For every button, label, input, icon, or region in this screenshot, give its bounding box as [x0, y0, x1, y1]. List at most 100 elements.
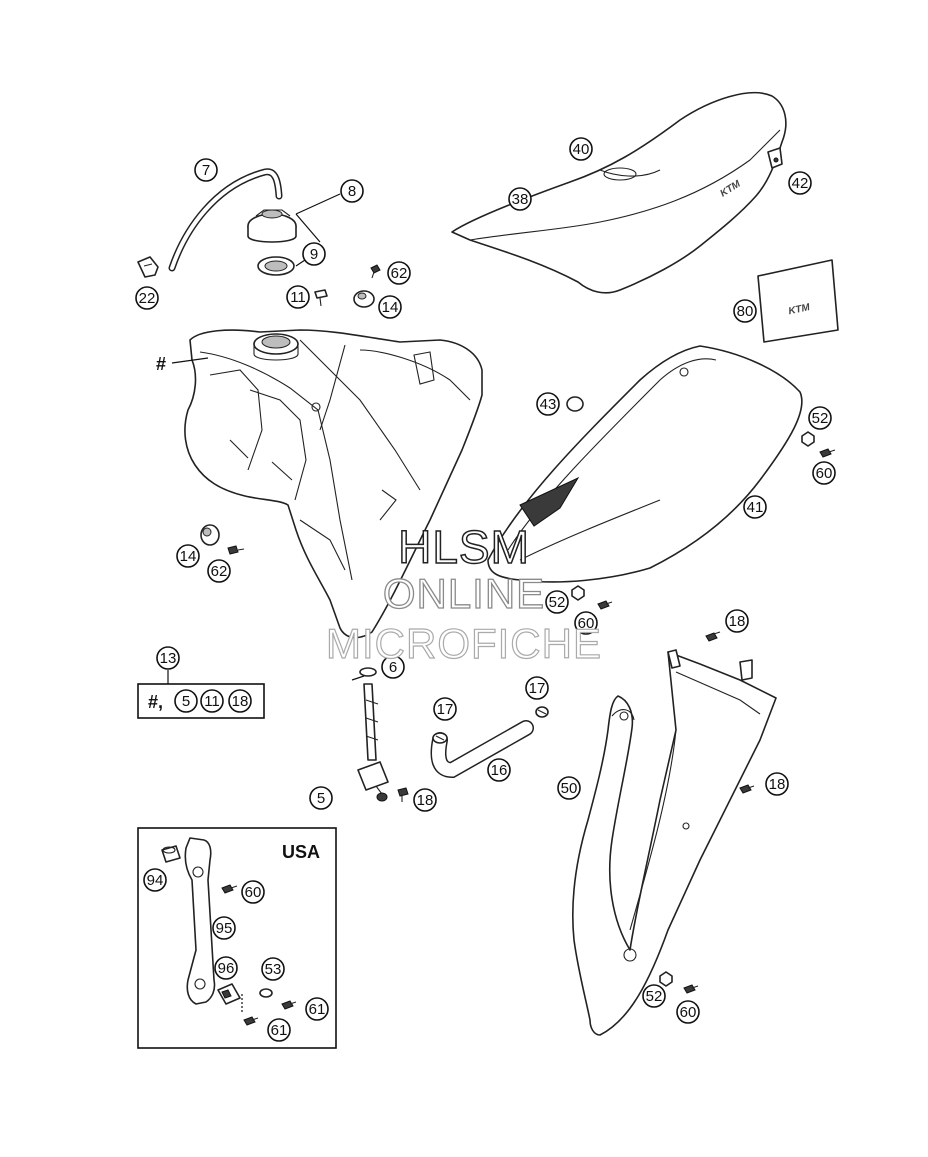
callout-18-side: 18 [765, 772, 789, 796]
callout-53: 53 [261, 957, 285, 981]
breather-hose [168, 168, 283, 272]
callout-6: 6 [381, 655, 405, 679]
svg-text:62: 62 [391, 265, 408, 282]
svg-text:52: 52 [812, 410, 829, 427]
fuel-hose [430, 720, 534, 779]
svg-text:52: 52 [646, 988, 663, 1005]
fuel-tap [357, 683, 389, 802]
callout-16: 16 [487, 758, 511, 782]
svg-text:14: 14 [382, 299, 399, 316]
svg-text:62: 62 [211, 563, 228, 580]
screw-18-side [739, 784, 755, 794]
screw-18-top [705, 631, 721, 642]
callout-14-top: 14 [378, 295, 402, 319]
screw-62-top [370, 264, 381, 279]
svg-text:61: 61 [271, 1022, 288, 1039]
svg-text:50: 50 [561, 780, 578, 797]
svg-text:22: 22 [139, 290, 156, 307]
callout-18-tap: 18 [413, 788, 437, 812]
kit-item-18: 18 [228, 689, 252, 713]
screw-60-mid [597, 600, 613, 610]
callout-61-left: 61 [267, 1018, 291, 1042]
callout-40: 40 [569, 137, 593, 161]
grommet [566, 396, 584, 412]
svg-text:7: 7 [202, 162, 210, 179]
usa-box: USA [137, 827, 337, 1049]
svg-text:38: 38 [512, 191, 529, 208]
svg-text:60: 60 [578, 615, 595, 632]
svg-text:60: 60 [816, 465, 833, 482]
svg-text:11: 11 [204, 693, 220, 710]
callout-7: 7 [194, 158, 218, 182]
tank-marker-leader [171, 357, 209, 364]
screw-60-bottom [683, 984, 699, 994]
screw-62-lower [227, 545, 245, 555]
screw-60-right [819, 448, 836, 458]
usa-title: USA [282, 842, 320, 862]
callout-43: 43 [536, 392, 560, 416]
callout-94: 94 [143, 868, 167, 892]
svg-text:9: 9 [310, 246, 318, 263]
kit-box: #, 5 11 18 [137, 670, 265, 719]
nut-52-mid [571, 585, 585, 601]
kit-item-11: 11 [200, 689, 224, 713]
svg-text:80: 80 [737, 303, 754, 320]
svg-text:18: 18 [232, 693, 249, 710]
svg-text:95: 95 [216, 920, 233, 937]
svg-text:60: 60 [680, 1004, 697, 1021]
bushing-14-lower [200, 524, 220, 546]
callout-17-left: 17 [433, 697, 457, 721]
callout-22: 22 [135, 286, 159, 310]
kit-prefix: #, [148, 692, 163, 712]
svg-text:41: 41 [747, 499, 764, 516]
callout-52-bottom: 52 [642, 984, 666, 1008]
nut-52-bottom [659, 971, 673, 987]
decal: KTM [757, 259, 839, 343]
svg-text:52: 52 [549, 594, 566, 611]
callout-62-lower: 62 [207, 559, 231, 583]
callout-52-right: 52 [808, 406, 832, 430]
svg-text:5: 5 [182, 693, 190, 710]
callout-60-bottom: 60 [676, 1000, 700, 1024]
callout-62-top: 62 [387, 261, 411, 285]
kit-item-5: 5 [174, 689, 198, 713]
side-cover [487, 345, 803, 583]
svg-text:42: 42 [792, 175, 809, 192]
svg-text:11: 11 [290, 289, 306, 306]
callout-96: 96 [214, 956, 238, 980]
callout-60-usa: 60 [241, 880, 265, 904]
decal-logo: KTM [787, 302, 811, 317]
screw-18-tap [397, 787, 409, 802]
o-ring-leader [351, 675, 365, 681]
svg-text:40: 40 [573, 141, 590, 158]
seat-bracket [767, 147, 783, 169]
callout-38: 38 [508, 187, 532, 211]
callout-52-mid: 52 [545, 590, 569, 614]
svg-text:18: 18 [417, 792, 434, 809]
svg-text:5: 5 [317, 790, 325, 807]
nut-52-right [801, 431, 815, 447]
svg-text:96: 96 [218, 960, 235, 977]
svg-text:53: 53 [265, 961, 282, 978]
callout-50: 50 [557, 776, 581, 800]
callout-11: 11 [286, 285, 310, 309]
svg-text:6: 6 [389, 659, 397, 676]
callout-41: 41 [743, 495, 767, 519]
callout-14-lower: 14 [176, 544, 200, 568]
svg-text:8: 8 [348, 183, 356, 200]
callout-80: 80 [733, 299, 757, 323]
svg-text:17: 17 [437, 701, 454, 718]
o-ring [359, 667, 377, 677]
svg-text:13: 13 [160, 650, 177, 667]
svg-text:94: 94 [147, 872, 164, 889]
hose-fitting [137, 256, 159, 278]
cap-gasket [257, 256, 295, 276]
bushing-14-top [353, 290, 375, 308]
fuel-cap [247, 209, 297, 243]
callout-60-mid: 60 [574, 611, 598, 635]
callout-60-right: 60 [812, 461, 836, 485]
svg-text:61: 61 [309, 1001, 326, 1018]
callout-18-top: 18 [725, 609, 749, 633]
callout-9: 9 [302, 242, 326, 266]
